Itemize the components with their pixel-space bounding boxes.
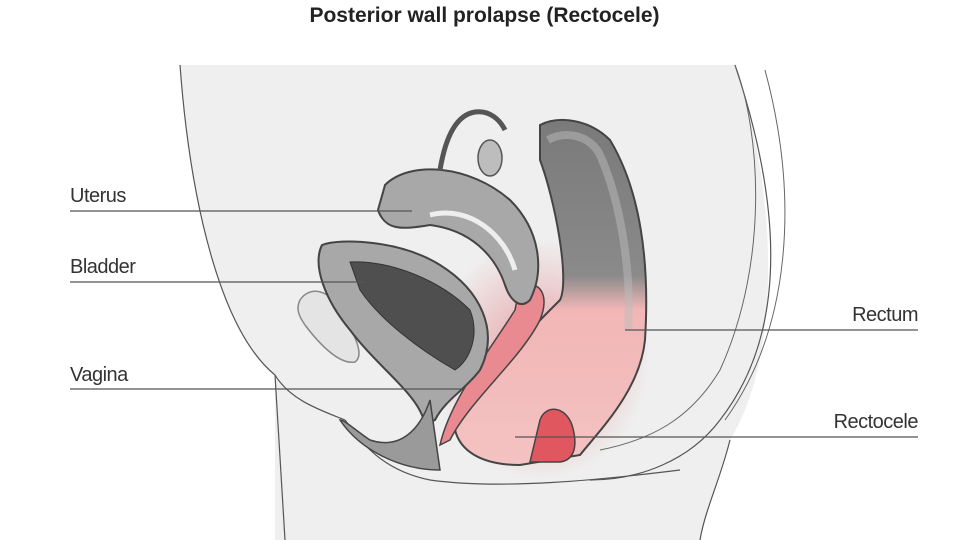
- label-bladder: Bladder: [70, 256, 136, 278]
- rectum-shape: [453, 119, 648, 467]
- label-rectum: Rectum: [852, 304, 918, 326]
- fallopian-tube: [437, 109, 508, 171]
- ovary: [477, 139, 503, 177]
- label-rectocele: Rectocele: [833, 411, 919, 433]
- label-lines: [70, 210, 918, 438]
- urethra: [338, 399, 441, 471]
- uterus-shape: [376, 168, 540, 305]
- diagram-title: Posterior wall prolapse (Rectocele): [309, 4, 660, 27]
- label-uterus: Uterus: [70, 185, 126, 207]
- label-vagina: Vagina: [70, 364, 128, 386]
- rectocele-bulge: [529, 408, 576, 463]
